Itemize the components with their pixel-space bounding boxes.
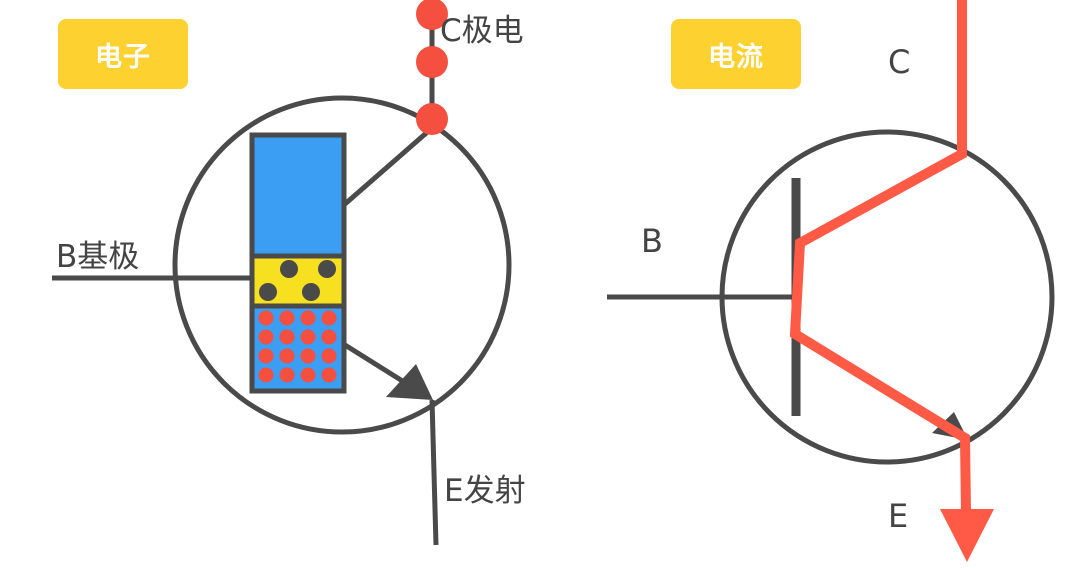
- electron-dot: [258, 367, 274, 383]
- electron-dot: [416, 103, 448, 135]
- current-transistor: [607, 0, 1055, 562]
- electron-dot: [279, 310, 295, 326]
- electron-badge: 电子: [58, 19, 188, 89]
- left-collector-diagonal: [343, 126, 434, 206]
- left-transistor-circle: [172, 95, 512, 435]
- left-emitter-arrowhead: [386, 364, 433, 400]
- electron-dot: [416, 0, 448, 30]
- n-region-collector: [249, 132, 347, 259]
- left-emitter-lead: [429, 399, 439, 546]
- electron-dot: [279, 348, 295, 364]
- electron-dot: [279, 367, 295, 383]
- base-label: B: [641, 222, 663, 260]
- electron-dot: [300, 310, 316, 326]
- hole-dot: [259, 283, 277, 301]
- electron-dot: [321, 348, 337, 364]
- collector-electrons: [416, 0, 448, 135]
- emitter-label: E发射: [444, 473, 526, 509]
- emitter-label: E: [888, 497, 909, 535]
- current-arrowhead: [940, 509, 994, 562]
- electron-dot: [321, 329, 337, 345]
- collector-label: C极电: [440, 13, 524, 49]
- collector-label: C: [888, 43, 911, 81]
- current-flow-path: [789, 0, 971, 513]
- electron-dot: [321, 367, 337, 383]
- base-holes: [259, 260, 336, 301]
- electron-dot: [300, 367, 316, 383]
- electron-dot: [300, 348, 316, 364]
- electron-dot: [279, 329, 295, 345]
- electron-transistor: [52, 0, 512, 546]
- base-label: B基极: [56, 239, 140, 275]
- emitter-electrons: [258, 310, 337, 383]
- hole-dot: [318, 260, 336, 278]
- electron-dot: [321, 310, 337, 326]
- hole-dot: [280, 260, 298, 278]
- current-badge: 电流: [671, 19, 801, 89]
- electron-dot: [258, 310, 274, 326]
- electron-dot: [258, 348, 274, 364]
- electron-dot: [258, 329, 274, 345]
- hole-dot: [302, 283, 320, 301]
- electron-dot: [416, 46, 448, 78]
- electron-dot: [300, 329, 316, 345]
